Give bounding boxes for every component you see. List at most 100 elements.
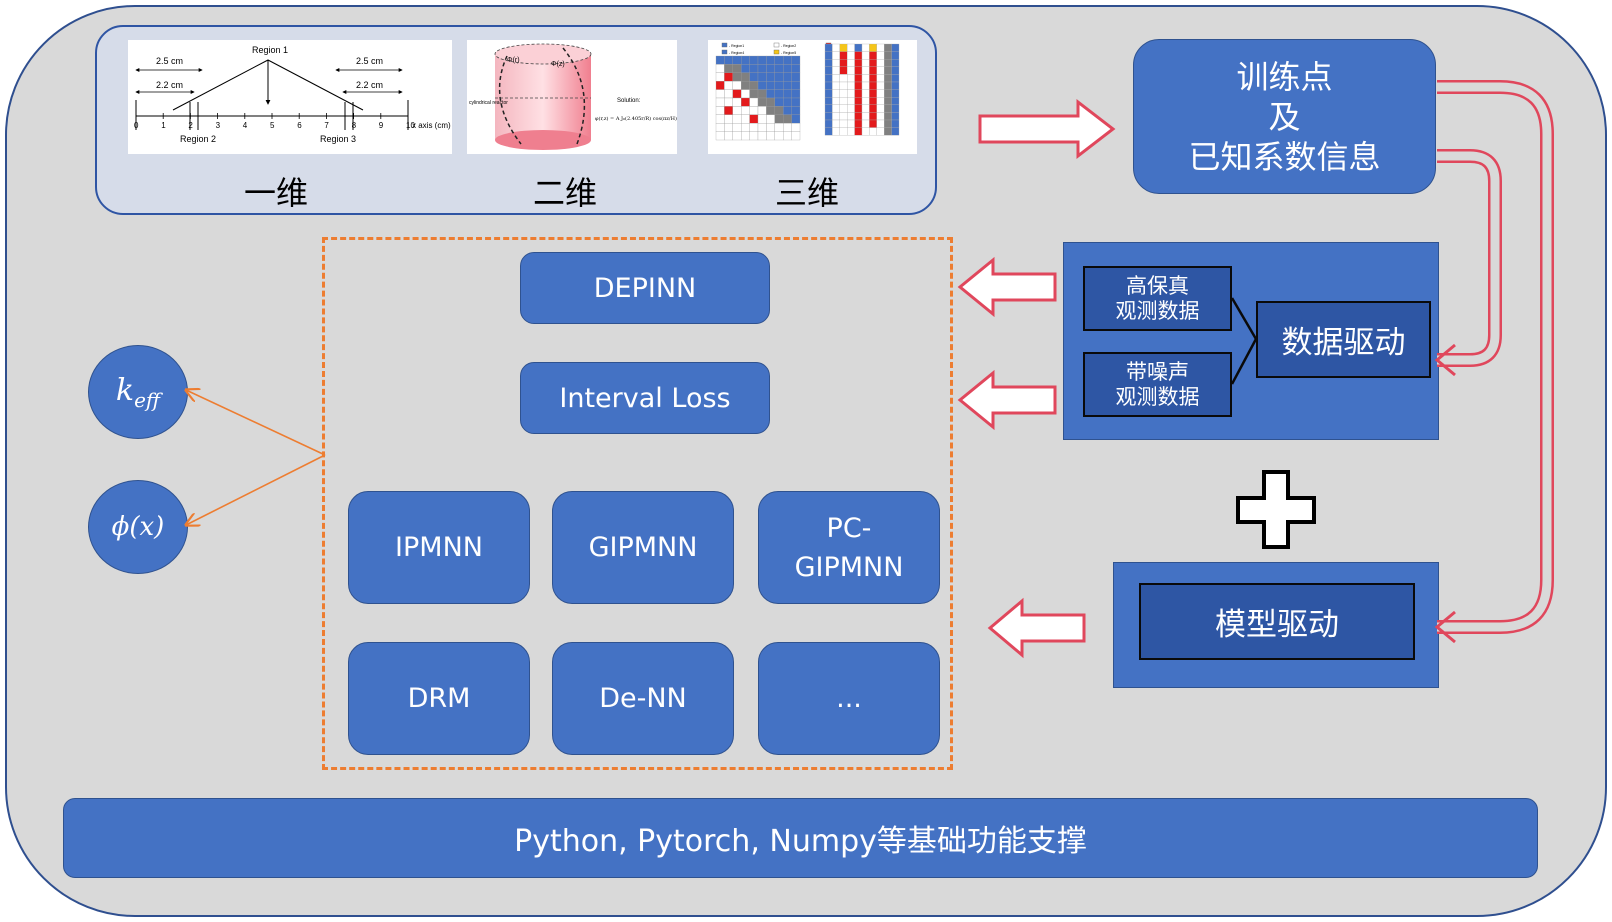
tick-label: 2 <box>188 121 193 130</box>
grid-cell <box>774 89 784 99</box>
grid-cell <box>869 104 877 113</box>
grid-cell <box>757 106 767 115</box>
grid-cell <box>869 81 877 90</box>
legend-swatch <box>773 49 780 55</box>
grid-cell <box>891 127 900 136</box>
grid-cell <box>791 106 801 115</box>
keff-symbol: keff <box>115 372 161 412</box>
grid-cell <box>869 59 877 67</box>
axis-label: x axis (cm) <box>412 121 451 130</box>
training-points-box: 训练点 及 已知系数信息 <box>1133 39 1436 194</box>
grid-cell <box>774 123 784 132</box>
grid-cell <box>869 66 877 75</box>
grid-cell <box>724 89 733 99</box>
grid-cell <box>854 74 863 83</box>
grid-cell <box>715 123 725 132</box>
label-1d: 一维 <box>244 174 309 212</box>
grid-cell <box>891 112 900 121</box>
grid-cell <box>854 104 863 113</box>
grid-cell <box>724 64 733 73</box>
grid-cell <box>783 72 792 82</box>
grid-cell <box>839 127 848 136</box>
solution-formula: φ(r,z) = A J₀(2.405r/R) cos(πz/H) <box>595 115 677 122</box>
grid-cell <box>861 89 870 98</box>
grid-cell <box>724 106 733 115</box>
grid-cell <box>783 81 792 90</box>
grid-cell <box>774 114 784 124</box>
grid-cell <box>884 43 892 52</box>
grid-cell <box>757 81 767 90</box>
grid-cell <box>724 123 733 132</box>
grid-cell <box>824 127 833 136</box>
grid-cell <box>766 97 775 107</box>
grid-cell <box>749 89 759 99</box>
grid-cell <box>732 106 742 115</box>
grid-cell <box>749 55 759 65</box>
grid-cell <box>741 106 750 115</box>
gipmnn-box: GIPMNN <box>552 491 734 604</box>
grid-cell <box>832 112 840 121</box>
dist-b-right: 2.2 cm <box>356 80 383 90</box>
grid-cell <box>884 66 892 75</box>
grid-cell <box>869 112 877 121</box>
grid-cell <box>783 64 792 73</box>
grid-cell <box>839 74 848 83</box>
grid-cell <box>757 114 767 124</box>
grid-cell <box>847 81 855 90</box>
two-dimensional-figure: Φ(r) Φ(z) cylindrical reactor Solution: … <box>467 40 677 154</box>
grid-cell <box>884 74 892 83</box>
grid-cell <box>741 72 750 82</box>
label-3d: 三维 <box>775 174 840 212</box>
grid-cell <box>741 81 750 90</box>
grid-cell <box>847 74 855 83</box>
legend-label: - Region1 <box>729 44 744 48</box>
dist-a-right: 2.5 cm <box>356 56 383 66</box>
grid-cell <box>791 81 801 90</box>
grid-cell <box>847 127 855 136</box>
tick-label: 4 <box>243 121 248 130</box>
dist-a-left: 2.5 cm <box>156 56 183 66</box>
grid-cell <box>715 114 725 124</box>
legend-swatch <box>773 42 780 48</box>
grid-cell <box>847 66 855 75</box>
grid-cell <box>732 114 742 124</box>
grid-cell <box>715 106 725 115</box>
more-methods-box: ... <box>758 642 940 755</box>
grid-cell <box>839 97 848 105</box>
grid-cell <box>832 104 840 113</box>
grid-cell <box>876 89 885 98</box>
grid-cell <box>749 106 759 115</box>
grid-cell <box>766 55 775 65</box>
grid-cell <box>854 43 863 52</box>
tick-label: 6 <box>297 121 302 130</box>
grid-cell <box>824 51 833 60</box>
grid-cell <box>757 64 767 73</box>
grid-cell <box>824 112 833 121</box>
grid-cell <box>847 97 855 105</box>
tick-label: 8 <box>352 121 357 130</box>
model-driven-box: 模型驱动 <box>1139 583 1415 660</box>
grid-cell <box>861 112 870 121</box>
grid-cell <box>824 59 833 67</box>
grid-cell <box>891 66 900 75</box>
grid-cell <box>774 131 784 141</box>
grid-cell <box>869 127 877 136</box>
grid-cell <box>715 64 725 73</box>
grid-cell <box>854 112 863 121</box>
tick-label: 10 <box>406 121 415 130</box>
keff-output-circle: keff <box>88 345 188 439</box>
grid-cell <box>724 81 733 90</box>
grid-cell <box>891 81 900 90</box>
grid-cell <box>757 97 767 107</box>
grid-cell <box>774 64 784 73</box>
grid-cell <box>832 89 840 98</box>
grid-cell <box>861 43 870 52</box>
grid-cell <box>783 55 792 65</box>
layer-grid-left <box>715 55 801 141</box>
grid-cell <box>757 89 767 99</box>
grid-cell <box>861 51 870 60</box>
grid-cell <box>861 127 870 136</box>
grid-cell <box>854 127 863 136</box>
grid-cell <box>749 81 759 90</box>
grid-cell <box>876 66 885 75</box>
